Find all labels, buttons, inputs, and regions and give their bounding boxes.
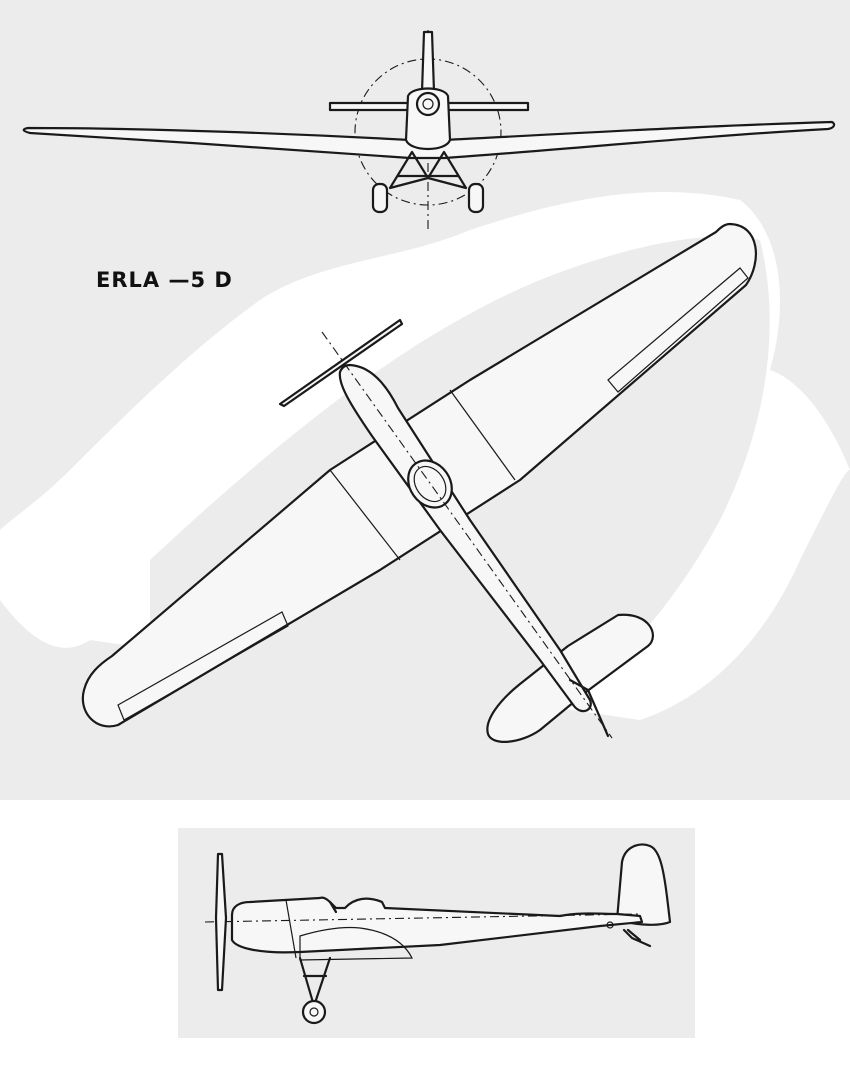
left-wing-root-line — [329, 469, 401, 561]
top-tailwheel — [568, 678, 610, 738]
side-fin — [615, 843, 672, 926]
front-fin — [420, 30, 436, 94]
side-view — [204, 843, 672, 1025]
firewall-line — [285, 899, 297, 959]
engine-cowl — [415, 91, 441, 117]
cockpit-canopy — [407, 459, 453, 509]
side-wheel-hub — [309, 1007, 319, 1017]
top-centerline — [321, 331, 613, 739]
tail-marker — [606, 921, 614, 929]
aircraft-title: ERLA —5 D — [96, 268, 233, 292]
right-wheel — [467, 182, 485, 214]
cockpit-frame — [413, 465, 447, 503]
side-propeller — [214, 852, 228, 992]
top-view — [81, 222, 758, 743]
front-view — [22, 30, 836, 232]
left-aileron — [117, 611, 289, 721]
side-wing-fairing — [299, 926, 413, 961]
top-propeller — [278, 318, 404, 408]
right-aileron — [607, 267, 749, 393]
side-wheel — [301, 999, 327, 1025]
right-wing-root-line — [449, 389, 516, 481]
spinner — [422, 98, 434, 110]
windscreen — [328, 900, 338, 914]
left-wheel — [371, 182, 389, 214]
top-fuselage — [338, 363, 592, 713]
side-centerline — [204, 913, 641, 923]
front-landing-gear — [388, 150, 468, 190]
